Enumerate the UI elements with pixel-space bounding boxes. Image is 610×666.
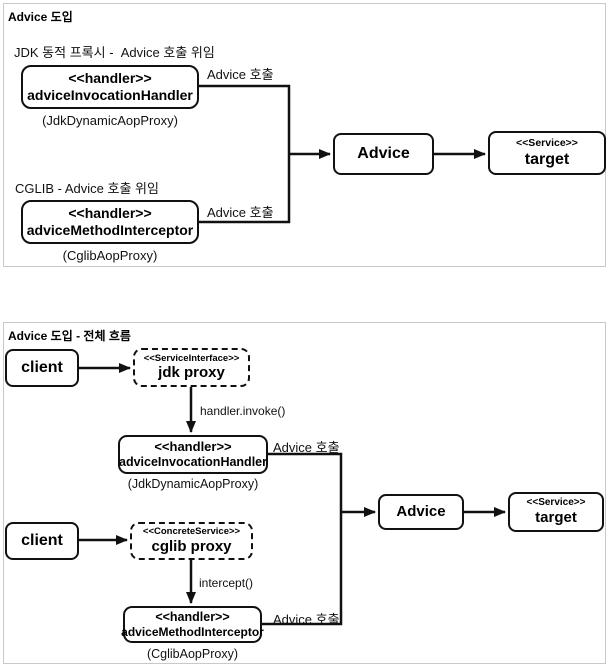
node-name: target [524,150,570,168]
node-name: jdk proxy [158,364,225,382]
cglib-section-label: CGLIB - Advice 호출 위임 [15,181,159,196]
node-stereotype: <<handler>> [68,70,152,87]
node-name: target [535,509,577,526]
node-stereotype: <<handler>> [154,439,232,455]
node-jdk-proxy: <<ServiceInterface>> jdk proxy [133,348,250,387]
edge-label-cglib-advice-call: Advice 호출 [207,205,274,220]
connector-lines-top [199,84,486,224]
node-name: client [21,359,63,377]
node-stereotype: <<ServiceInterface>> [143,352,240,364]
node-cglib-proxy: <<ConcreteService>> cglib proxy [130,522,253,560]
panel-title: Advice 도입 - 전체 흐름 [8,329,131,343]
connector-lines-bottom [79,363,506,626]
edge-jdk-handler-to-junction [199,84,291,154]
panel-advice-intro: Advice 도입 JDK 동적 프록시 - Advice 호출 위임 <<ha… [3,3,606,267]
node-advice-method-interceptor: <<handler>> adviceMethodInterceptor [21,200,199,244]
node-stereotype: <<handler>> [155,609,230,624]
panel-advice-full-flow: Advice 도입 - 전체 흐름 client <<ServiceInterf… [3,322,606,664]
edge-cglib-handler-to-junction [199,154,291,224]
jdk-handler-caption: (JdkDynamicAopProxy) [127,477,259,491]
node-advice-invocation-handler: <<handler>> adviceInvocationHandler [21,65,199,109]
node-advice-invocation-handler: <<handler>> adviceInvocationHandler [118,435,268,474]
cglib-handler-caption: (CglibAopProxy) [62,248,158,263]
node-stereotype: <<Service>> [516,137,578,150]
jdk-handler-caption: (JdkDynamicAopProxy) [42,113,178,128]
node-stereotype: <<handler>> [68,205,152,222]
edge-label-jdk-advice-call: Advice 호출 [273,440,340,455]
node-name: client [21,532,63,550]
edge-label-cglib-advice-call: Advice 호출 [273,612,340,627]
panel-title: Advice 도입 [8,10,73,24]
node-client-bottom: client [5,522,79,560]
node-stereotype: <<Service>> [526,497,586,508]
node-name: cglib proxy [151,537,232,555]
edge-label-intercept: intercept() [199,576,254,590]
node-name: Advice [396,503,446,520]
cglib-handler-caption: (CglibAopProxy) [146,647,238,661]
edge-label-jdk-advice-call: Advice 호출 [207,67,274,82]
node-advice: Advice [333,133,434,175]
jdk-section-label: JDK 동적 프록시 - Advice 호출 위임 [14,45,215,60]
node-client-top: client [5,349,79,387]
node-name: Advice [357,145,410,163]
node-advice: Advice [378,494,464,530]
edge-handlers-junction [262,452,343,626]
node-name: adviceInvocationHandler [119,454,267,469]
node-advice-method-interceptor: <<handler>> adviceMethodInterceptor [121,606,264,643]
node-target: <<Service>> target [508,492,604,532]
node-name: adviceMethodInterceptor [26,222,194,238]
edge-label-handler-invoke: handler.invoke() [200,404,286,418]
node-name: adviceInvocationHandler [27,87,193,103]
node-name: adviceMethodInterceptor [121,624,264,639]
node-stereotype: <<ConcreteService>> [142,526,241,538]
node-target: <<Service>> target [488,131,606,175]
